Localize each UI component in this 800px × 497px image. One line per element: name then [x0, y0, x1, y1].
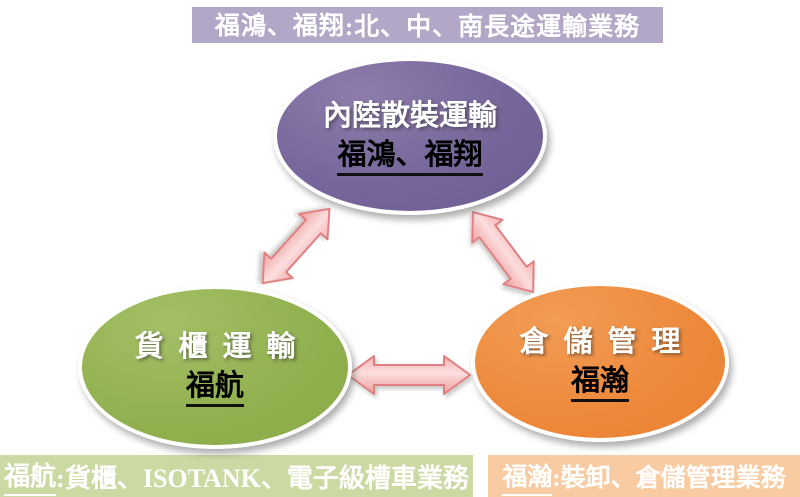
bottom-right-banner-description: :裝卸、倉儲管理業務	[552, 465, 786, 492]
bottom-right-banner: 福瀚:裝卸、倉儲管理業務	[488, 455, 800, 497]
node-top-companies: 福鴻、福翔	[337, 139, 483, 177]
arrow-top-to-left	[261, 207, 331, 285]
node-container-transport: 貨櫃運輸 福航	[78, 285, 352, 449]
arrow-top-to-right	[471, 211, 535, 293]
arrow-left-to-right	[347, 355, 471, 395]
bottom-right-banner-company: 福瀚	[502, 457, 553, 496]
node-right-company: 福瀚	[570, 365, 629, 403]
top-banner-companies: 福鴻、福翔	[214, 6, 345, 45]
top-banner-description: :北、中、南長途運輸業務	[344, 14, 641, 41]
top-banner: 福鴻、福翔:北、中、南長途運輸業務	[192, 6, 663, 45]
node-top-title: 內陸散裝運輸	[322, 99, 497, 132]
bottom-left-banner: 福航:貨櫃、ISOTANK、電子級槽車業務	[0, 455, 473, 497]
node-warehouse-management: 倉儲管理 福瀚	[471, 282, 729, 442]
node-left-company: 福航	[185, 370, 244, 408]
bottom-left-banner-description: :貨櫃、ISOTANK、電子級槽車業務	[56, 463, 469, 493]
node-left-title: 貨櫃運輸	[134, 330, 311, 363]
node-right-title: 倉儲管理	[519, 325, 696, 358]
bottom-left-banner-company: 福航	[4, 456, 57, 496]
node-inland-bulk-transport: 內陸散裝運輸 福鴻、福翔	[273, 57, 547, 215]
